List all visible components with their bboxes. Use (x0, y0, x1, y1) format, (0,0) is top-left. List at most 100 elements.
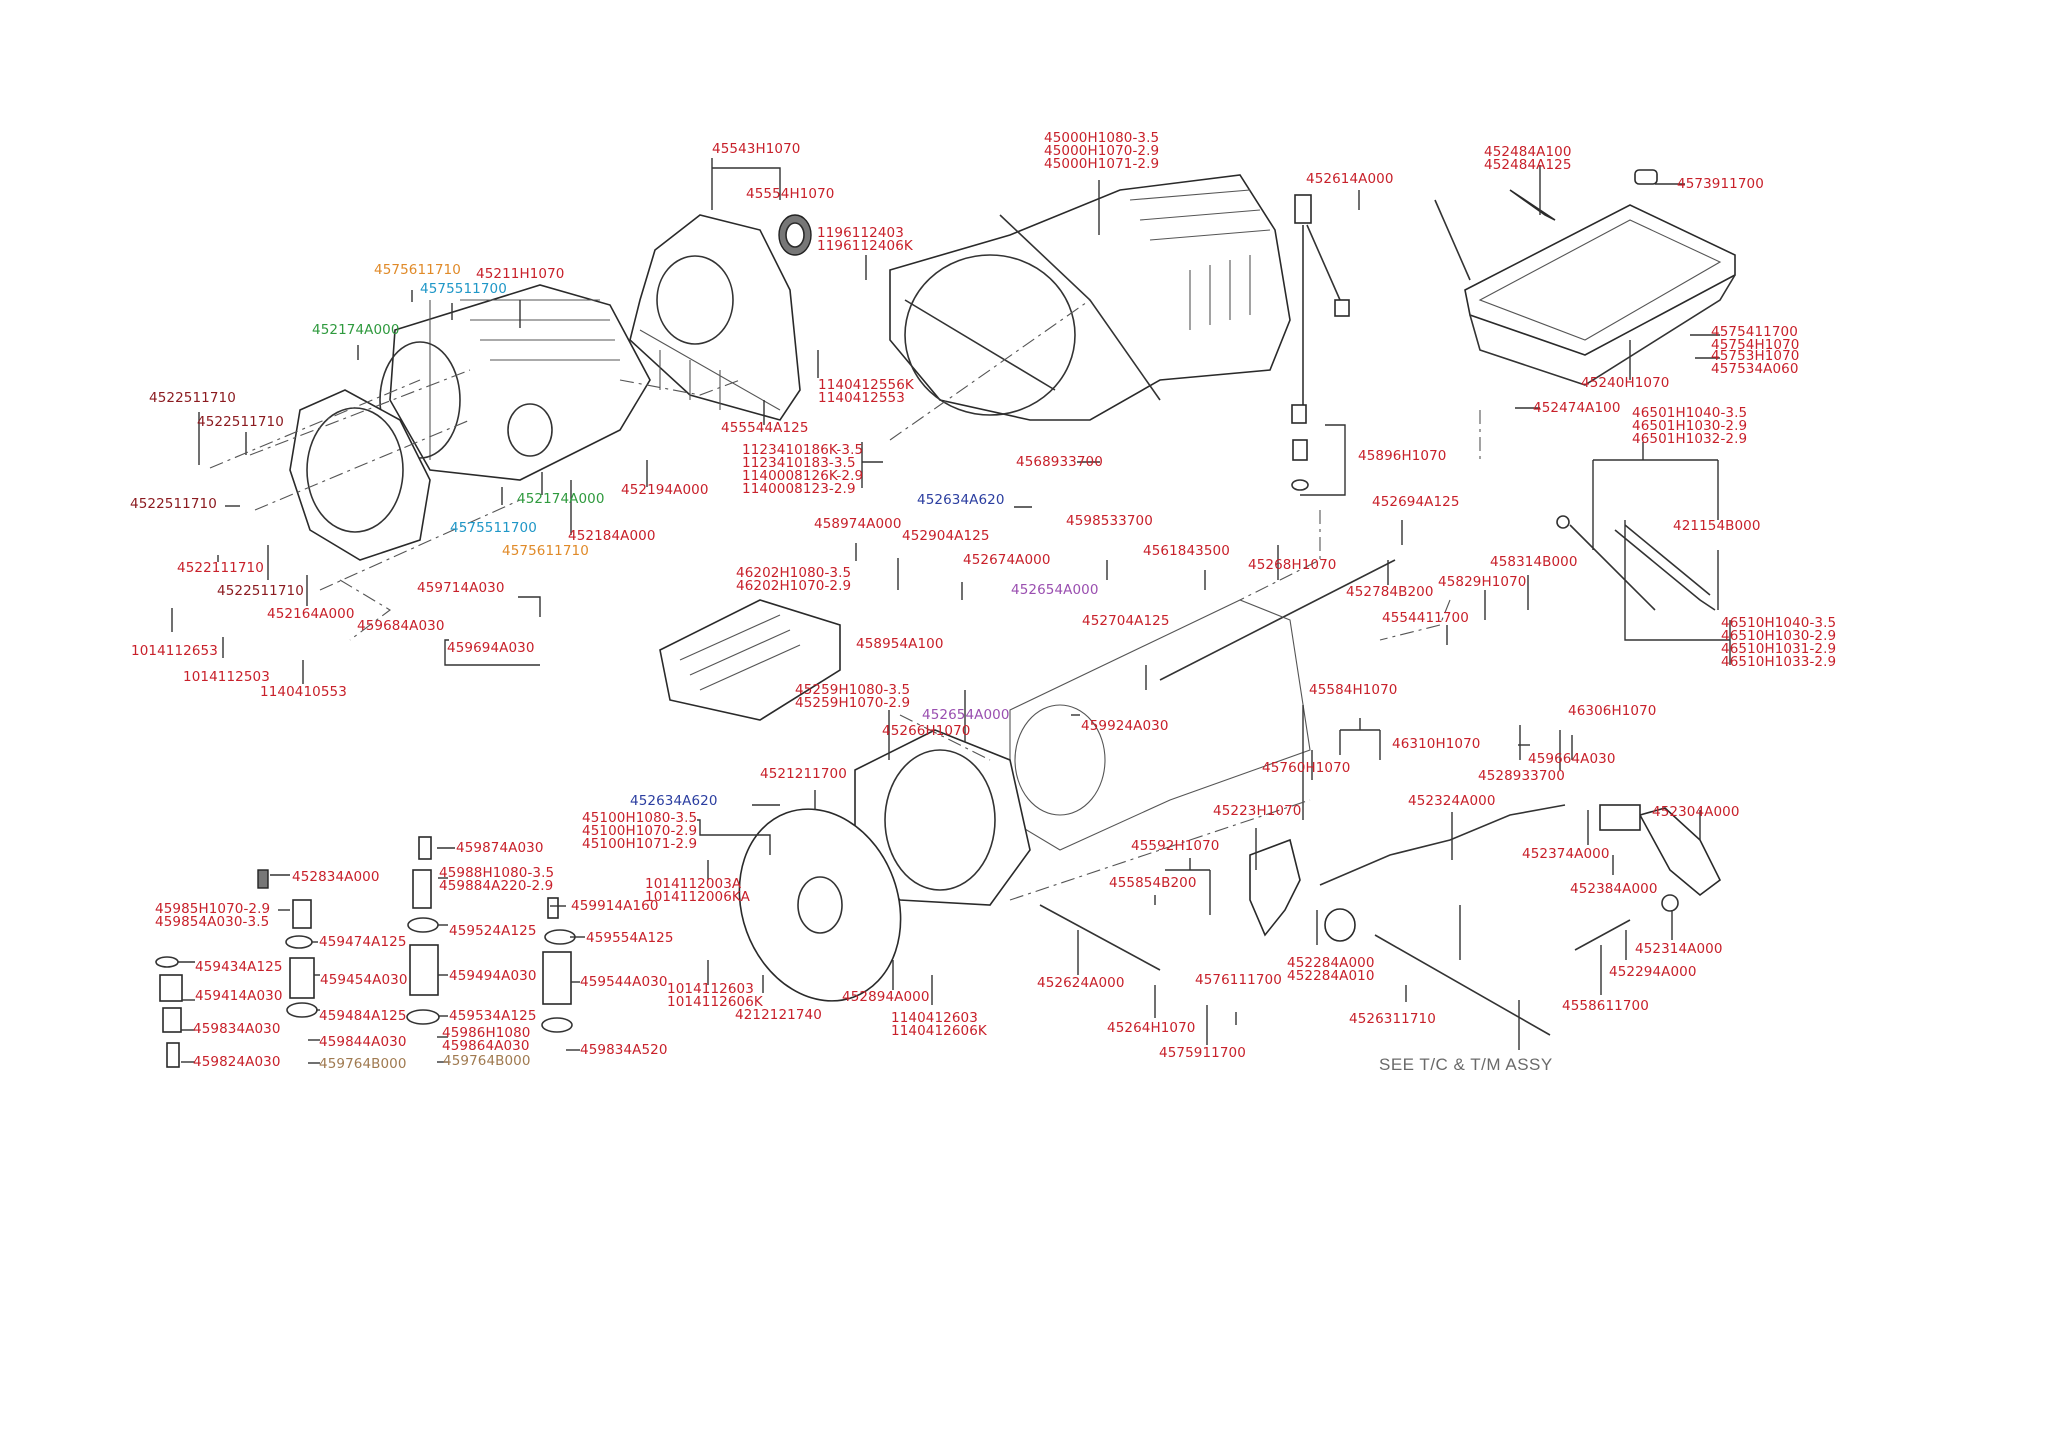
part-label[interactable]: 459434A125 (195, 960, 283, 974)
part-label[interactable]: 4522511710 (197, 415, 284, 429)
part-label[interactable]: 459494A030 (449, 969, 537, 983)
part-label[interactable]: 452184A000 (568, 529, 656, 543)
part-label[interactable]: 4561843500 (1143, 544, 1230, 558)
part-label[interactable]: 4554411700 (1382, 611, 1469, 625)
part-label[interactable]: 459484A125 (319, 1009, 407, 1023)
part-label[interactable]: 459844A030 (319, 1035, 407, 1049)
part-label[interactable]: 45268H1070 (1248, 558, 1336, 572)
part-label[interactable]: 452834A000 (292, 870, 380, 884)
part-label[interactable]: 458314B000 (1490, 555, 1578, 569)
part-label[interactable]: 452654A000 (922, 708, 1010, 722)
part-label[interactable]: 452904A125 (902, 529, 990, 543)
part-label[interactable]: 458954A100 (856, 637, 944, 651)
part-label[interactable]: 459664A030 (1528, 752, 1616, 766)
part-label[interactable]: 459834A030 (193, 1022, 281, 1036)
part-label[interactable]: 452704A125 (1082, 614, 1170, 628)
part-label[interactable]: 4558611700 (1562, 999, 1649, 1013)
part-label[interactable]: 452164A000 (267, 607, 355, 621)
part-label[interactable]: 452624A000 (1037, 976, 1125, 990)
part-label[interactable]: 45554H1070 (746, 187, 834, 201)
part-label[interactable]: 1014112503 (183, 670, 270, 684)
part-label[interactable]: 421154B000 (1673, 519, 1761, 533)
part-label[interactable]: 452304A000 (1652, 805, 1740, 819)
part-label[interactable]: 4575511700 (420, 282, 507, 296)
part-label[interactable]: 1140410553 (260, 685, 347, 699)
part-label[interactable]: 459824A030 (193, 1055, 281, 1069)
part-label[interactable]: 4575611710 (374, 263, 461, 277)
part-label[interactable]: 452634A620 (917, 493, 1005, 507)
part-label[interactable]: 4598533700 (1066, 514, 1153, 528)
part-label[interactable]: 452654A000 (1011, 583, 1099, 597)
part-label[interactable]: 459714A030 (417, 581, 505, 595)
part-label[interactable]: 452694A125 (1372, 495, 1460, 509)
part-label[interactable]: 459694A030 (447, 641, 535, 655)
part-label[interactable]: 4212121740 (735, 1008, 822, 1022)
part-label[interactable]: 45760H1070 (1262, 761, 1350, 775)
part-label[interactable]: 459914A160 (571, 899, 659, 913)
part-label[interactable]: 459764B000 (319, 1057, 407, 1071)
part-label[interactable]: 46306H1070 (1568, 704, 1656, 718)
part-label[interactable]: 452784B200 (1346, 585, 1434, 599)
part-label[interactable]: 459834A520 (580, 1043, 668, 1057)
part-label[interactable]: 458974A000 (814, 517, 902, 531)
part-label[interactable]: 45223H1070 (1213, 804, 1301, 818)
part-label[interactable]: 452894A000 (842, 990, 930, 1004)
part-label[interactable]: 4568933700 (1016, 455, 1103, 469)
part-label[interactable]: 4522111710 (177, 561, 264, 575)
part-label[interactable]: 459874A030 (456, 841, 544, 855)
part-label[interactable]: 45896H1070 (1358, 449, 1446, 463)
part-label[interactable]: 452374A000 (1522, 847, 1610, 861)
part-label[interactable]: 455544A125 (721, 421, 809, 435)
part-label[interactable]: 4576111700 (1195, 973, 1282, 987)
part-label[interactable]: 1014112653 (131, 644, 218, 658)
part-label[interactable]: 4575611710 (502, 544, 589, 558)
part-label[interactable]: 459414A030 (195, 989, 283, 1003)
part-label[interactable]: 4573911700 (1677, 177, 1764, 191)
part-label[interactable]: 459454A030 (320, 973, 408, 987)
part-label[interactable]: 4522511710 (130, 497, 217, 511)
part-label[interactable]: 45264H1070 (1107, 1021, 1195, 1035)
part-label[interactable]: 459534A125 (449, 1009, 537, 1023)
part-label[interactable]: 4528933700 (1478, 769, 1565, 783)
part-label[interactable]: 459474A125 (319, 935, 407, 949)
part-label[interactable]: 452314A000 (1635, 942, 1723, 956)
part-label[interactable]: 452674A000 (963, 553, 1051, 567)
part-label[interactable]: 459684A030 (357, 619, 445, 633)
part-label[interactable]: 4575511700 (450, 521, 537, 535)
part-label[interactable]: 459924A030 (1081, 719, 1169, 733)
part-label[interactable]: 459544A030 (580, 975, 668, 989)
part-label[interactable]: 455854B200 (1109, 876, 1197, 890)
part-label[interactable]: 452324A000 (1408, 794, 1496, 808)
part-label[interactable]: 4526311710 (1349, 1012, 1436, 1026)
part-label[interactable]: 45266H1070 (882, 724, 970, 738)
part-label[interactable]: 452384A000 (1570, 882, 1658, 896)
part-label[interactable]: 45543H1070 (712, 142, 800, 156)
part-label[interactable]: 452294A000 (1609, 965, 1697, 979)
part-label[interactable]: 459554A125 (586, 931, 674, 945)
part-label[interactable]: 452174A000 (517, 492, 605, 506)
part-label[interactable]: 452634A620 (630, 794, 718, 808)
part-label[interactable]: 46310H1070 (1392, 737, 1480, 751)
part-label[interactable]: 45240H1070 (1581, 376, 1669, 390)
part-label[interactable]: 4522511710 (149, 391, 236, 405)
part-label[interactable]: 4522511710 (217, 584, 304, 598)
part-label[interactable]: 452614A000 (1306, 172, 1394, 186)
part-label[interactable]: 4521211700 (760, 767, 847, 781)
